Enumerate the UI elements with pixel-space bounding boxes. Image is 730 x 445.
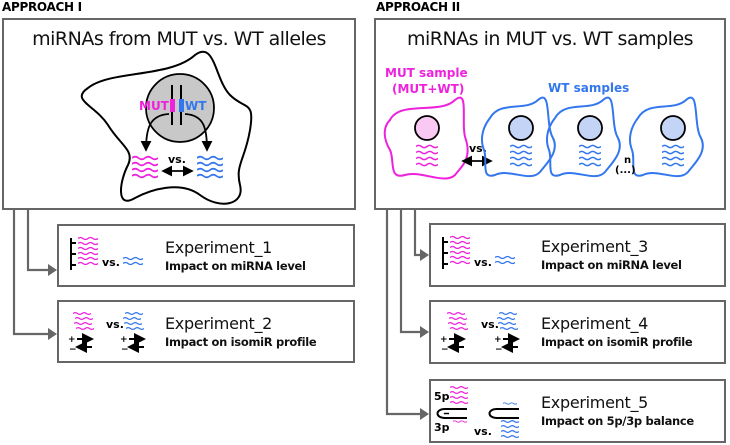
wt-mirna-icon: [197, 155, 223, 179]
experiment-5-title: Experiment_5: [541, 393, 649, 412]
experiment-3-box: vs. Experiment_3 Impact on miRNA level: [429, 223, 726, 287]
wt-samples-label: WT samples: [548, 81, 629, 95]
experiment-4-title: Experiment_4: [541, 314, 649, 333]
hairpin-balance-icon: [436, 385, 519, 439]
approach2-header: APPROACH II: [376, 0, 460, 14]
svg-text:−: −: [69, 345, 77, 355]
svg-text:+: +: [494, 335, 502, 345]
wt-sample-cell-2: [546, 96, 621, 178]
isomir-comparison-icon: + − + −: [68, 311, 146, 355]
n-label: n: [624, 155, 631, 166]
arrow-exp5: [420, 408, 429, 420]
dots-label: (...): [615, 165, 636, 176]
experiment-1-title: Experiment_1: [165, 238, 273, 257]
wt-sample-cell-1: [481, 96, 556, 178]
vs-label: vs.: [102, 256, 120, 269]
experiment-2-title: Experiment_2: [165, 314, 273, 333]
label-3p: 3p: [434, 421, 450, 434]
cell-outline: [80, 50, 253, 205]
experiment-3-subtitle: Impact on miRNA level: [541, 258, 682, 272]
wt-allele-label: WT: [185, 99, 207, 113]
connectors-approach1: [12, 210, 50, 336]
connectors-approach2: [385, 210, 422, 416]
experiment-1-subtitle: Impact on miRNA level: [165, 259, 306, 273]
mut-sample-label: MUT sample: [385, 66, 468, 80]
mut-sample-sublabel: (MUT+WT): [392, 82, 464, 96]
arrow-exp1: [48, 264, 57, 276]
mut-allele-label: MUT: [139, 99, 170, 113]
svg-text:−: −: [121, 345, 129, 355]
wt-allele-marker: [179, 99, 184, 112]
arrow-exp3: [420, 249, 429, 261]
svg-text:+: +: [68, 335, 76, 345]
level-comparison-icon: [70, 236, 143, 270]
approach1-title: miRNAs from MUT vs. WT alleles: [32, 28, 326, 50]
vs-label: vs.: [474, 425, 492, 438]
wt-arrow: [184, 113, 213, 152]
approach1-header: APPROACH I: [2, 0, 82, 14]
experiment-4-subtitle: Impact on isomiR profile: [541, 335, 693, 349]
vs-label: vs.: [481, 318, 499, 331]
mut-arrow: [140, 113, 170, 152]
experiment-1-box: vs. Experiment_1 Impact on miRNA level: [57, 224, 355, 287]
arrow-exp2: [48, 328, 57, 340]
experiment-3-title: Experiment_3: [541, 237, 649, 256]
arrow-exp4: [420, 326, 429, 338]
svg-text:+: +: [440, 335, 448, 345]
label-5p: 5p: [434, 390, 450, 403]
wt-sample-cell-n: [629, 96, 704, 178]
level-comparison-icon: [442, 235, 515, 269]
mut-allele-marker: [170, 99, 175, 112]
experiment-2-subtitle: Impact on isomiR profile: [165, 335, 317, 349]
experiment-5-box: 5p 3p vs. Experiment_5 Impact on 5p/3p b…: [429, 379, 726, 443]
mut-mirna-icon: [132, 155, 158, 179]
svg-text:−: −: [441, 345, 449, 355]
experiment-2-box: + − + − vs. Experiment_2 Impact on isomi…: [57, 300, 355, 363]
vs-label: vs.: [168, 153, 186, 166]
svg-text:+: +: [120, 335, 128, 345]
vs-label: vs.: [106, 318, 124, 331]
experiment-4-box: + − + − vs. Experiment_4 Impact on isomi…: [429, 300, 726, 364]
svg-text:−: −: [495, 345, 503, 355]
approach2-title: miRNAs in MUT vs. WT samples: [406, 28, 694, 50]
mut-sample-cell: [383, 96, 469, 180]
vs-label: vs.: [474, 256, 492, 269]
experiment-5-subtitle: Impact on 5p/3p balance: [541, 414, 694, 428]
isomir-comparison-icon: + − + −: [440, 311, 520, 355]
